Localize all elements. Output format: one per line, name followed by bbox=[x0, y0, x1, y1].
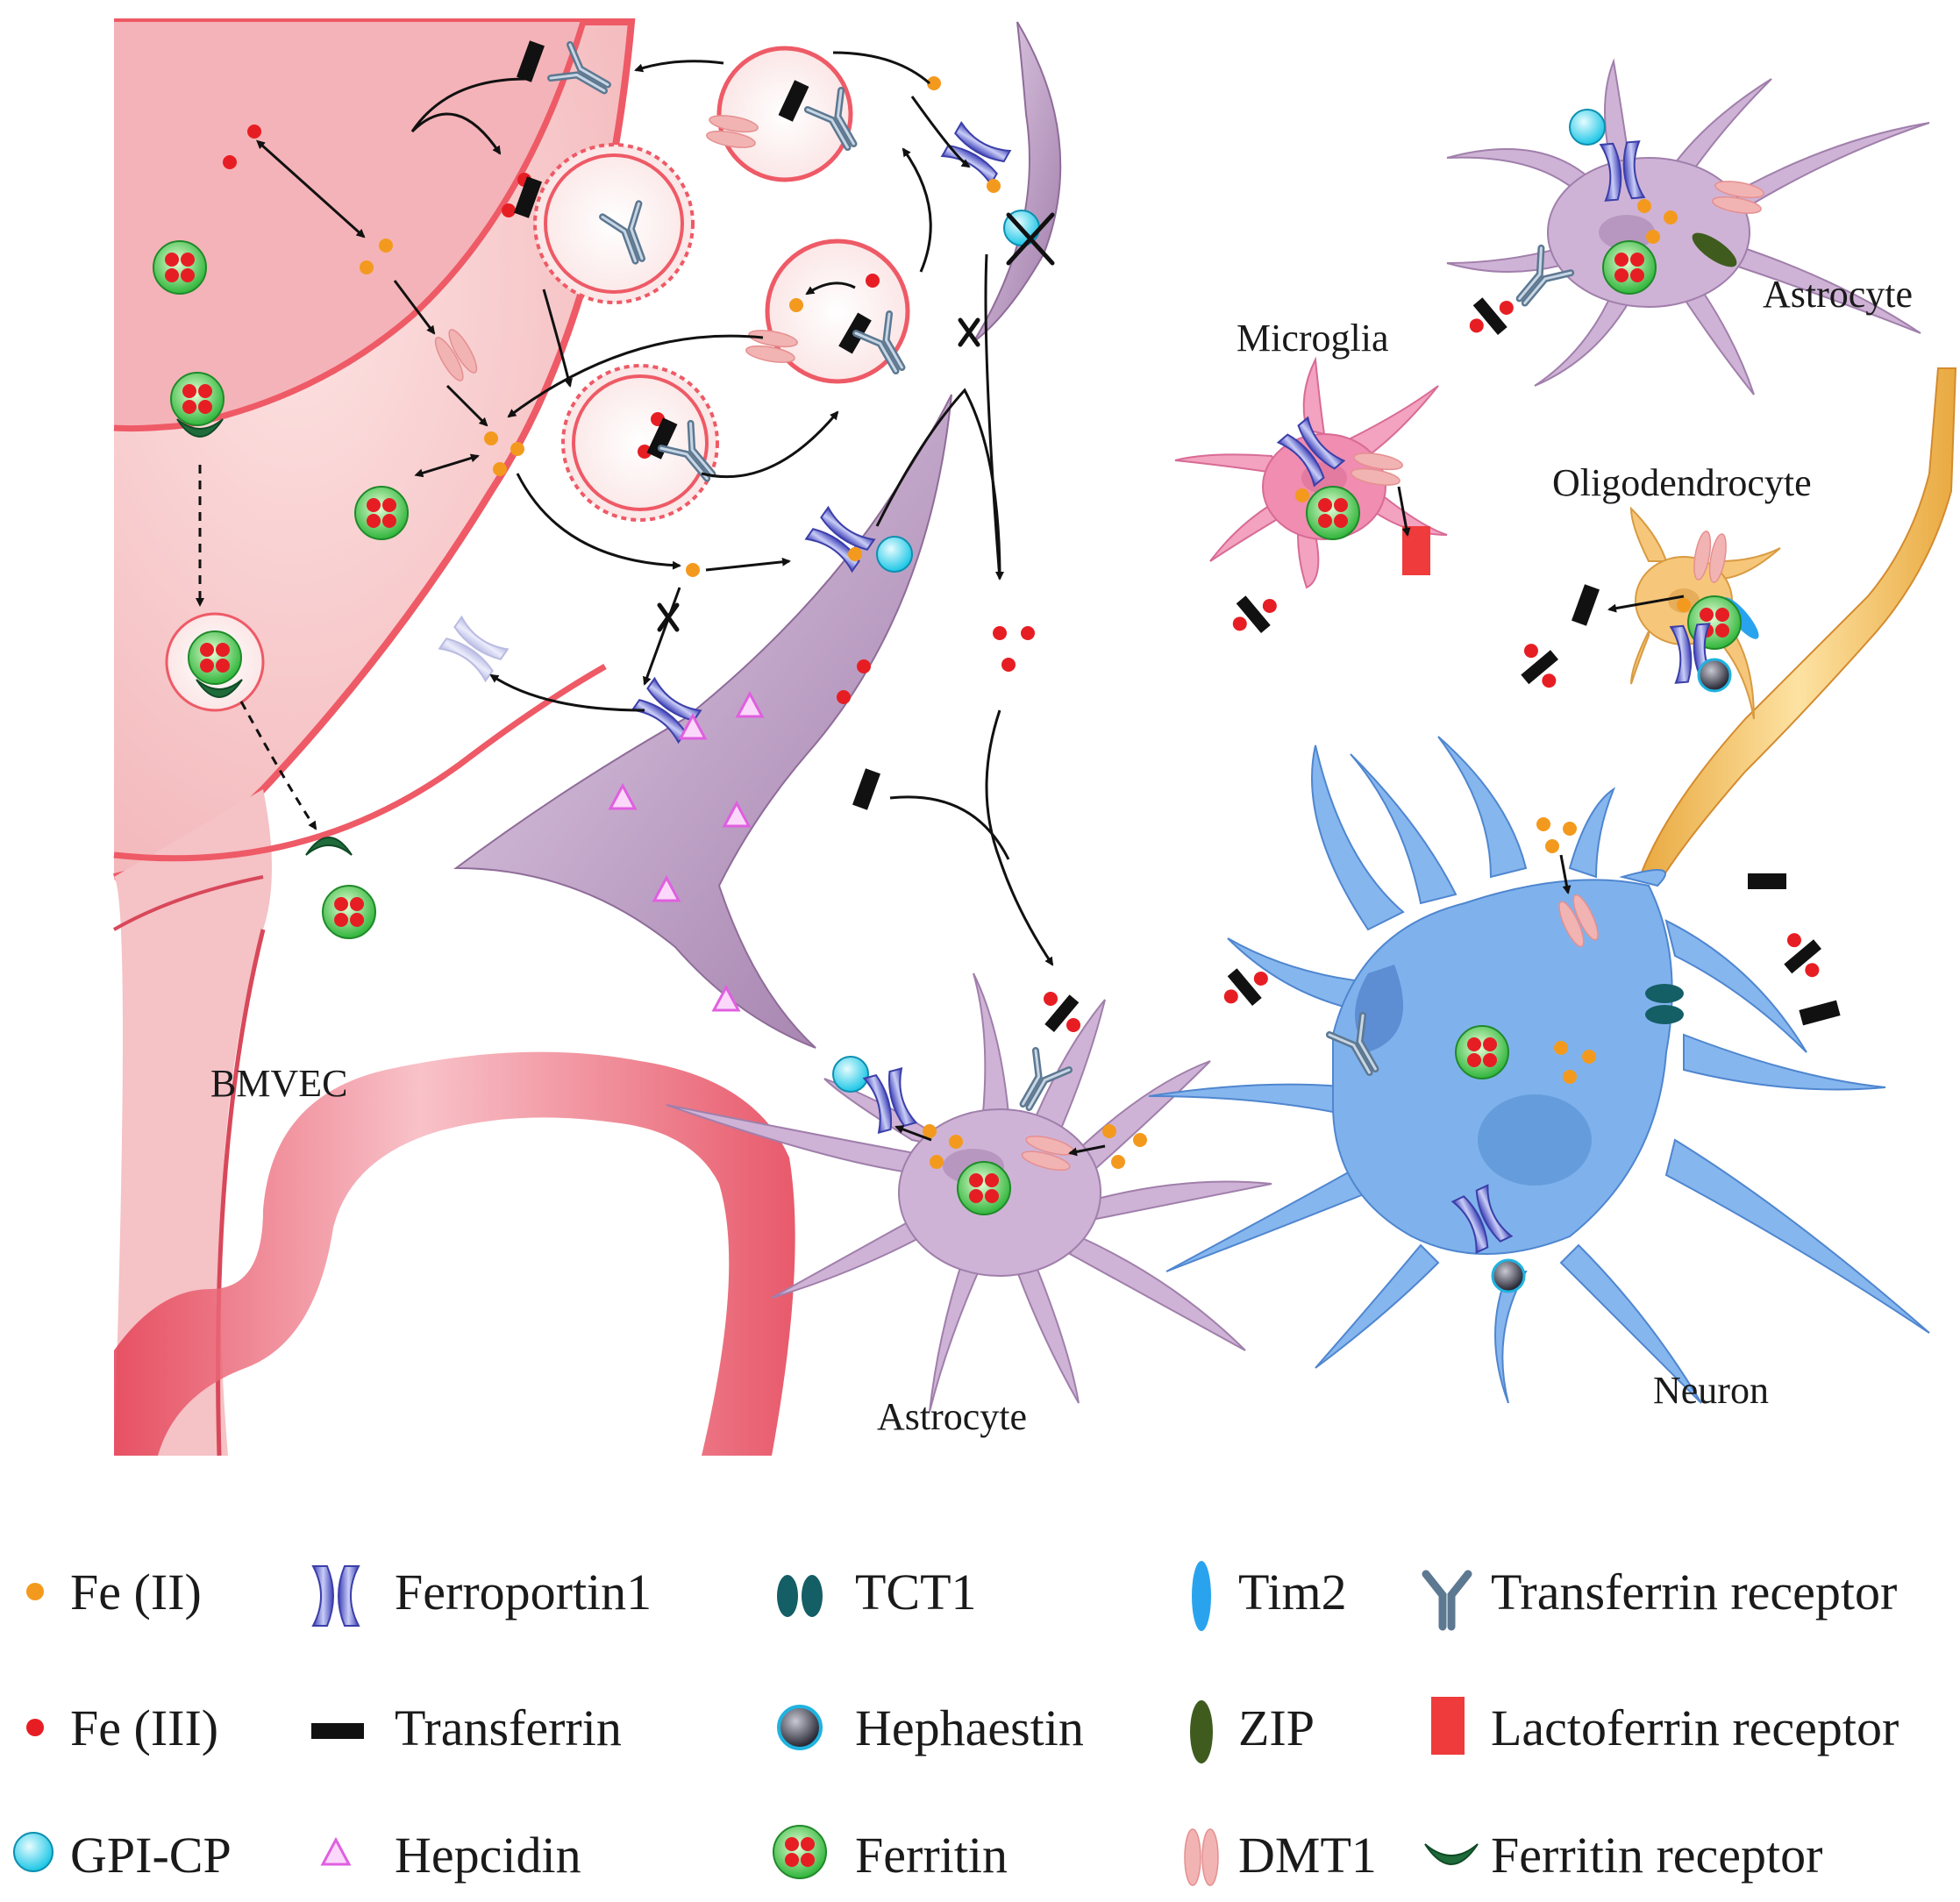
legend-label: Ferroportin1 bbox=[395, 1564, 652, 1621]
label-bmvec: BMVEC bbox=[210, 1062, 347, 1105]
legend-item: Hepcidin bbox=[320, 1827, 581, 1884]
gpi-cp-icon bbox=[13, 1832, 53, 1872]
cell-labels: BMVEC Astrocyte Astrocyte Microglia Olig… bbox=[210, 273, 1913, 1438]
legend-label: Ferritin receptor bbox=[1491, 1827, 1822, 1884]
lactoferrin-receptor-icon bbox=[1431, 1697, 1465, 1755]
dmt1-icon bbox=[1184, 1828, 1219, 1886]
neuron-cell bbox=[1148, 736, 1930, 1404]
hephaestin-icon bbox=[777, 1705, 823, 1750]
label-neuron: Neuron bbox=[1653, 1369, 1769, 1412]
fe3-icon bbox=[26, 1719, 44, 1736]
legend-label: Hepcidin bbox=[395, 1827, 581, 1884]
legend-label: ZIP bbox=[1238, 1699, 1315, 1756]
legend-label: Fe (III) bbox=[70, 1699, 218, 1756]
legend-item: Fe (II) bbox=[26, 1564, 202, 1621]
legend-label: Transferrin bbox=[395, 1699, 622, 1756]
zip-icon bbox=[1190, 1700, 1213, 1763]
legend-item: Ferroportin1 bbox=[311, 1564, 652, 1627]
ferritin-receptor-icon bbox=[1424, 1843, 1479, 1865]
transferrin-icon bbox=[311, 1723, 364, 1739]
legend-item: ZIP bbox=[1190, 1699, 1315, 1763]
legend-label: Ferritin bbox=[855, 1827, 1008, 1884]
legend: Fe (II) Ferroportin1 TCT1 Tim2 Tr bbox=[13, 1561, 1899, 1886]
fe2-icon bbox=[26, 1583, 44, 1600]
legend-label: DMT1 bbox=[1238, 1827, 1377, 1884]
legend-item: Ferritin receptor bbox=[1424, 1827, 1822, 1884]
legend-item: Transferrin receptor bbox=[1422, 1564, 1897, 1631]
legend-item: Transferrin bbox=[311, 1699, 622, 1756]
label-microglia: Microglia bbox=[1237, 317, 1389, 360]
tim2-icon bbox=[1192, 1561, 1211, 1631]
label-astrocyte-bottom: Astrocyte bbox=[877, 1395, 1027, 1438]
transferrin-receptor-icon bbox=[1422, 1570, 1472, 1631]
hepcidin-icon bbox=[320, 1836, 352, 1866]
legend-item: GPI-CP bbox=[13, 1827, 232, 1884]
legend-label: Fe (II) bbox=[70, 1564, 202, 1621]
oligodendrocyte-molecules bbox=[1670, 529, 1764, 693]
pathway-arrows bbox=[196, 51, 1685, 1157]
legend-label: Transferrin receptor bbox=[1491, 1564, 1897, 1621]
legend-label: Tim2 bbox=[1238, 1564, 1347, 1621]
inhibition-marks bbox=[657, 212, 1055, 632]
legend-item: TCT1 bbox=[777, 1564, 977, 1621]
ferritin-icon bbox=[773, 1825, 827, 1879]
legend-item: DMT1 bbox=[1184, 1827, 1377, 1886]
legend-item: Lactoferrin receptor bbox=[1431, 1697, 1899, 1756]
ferroportin1-icon bbox=[311, 1565, 360, 1627]
astrocyte-top-cell bbox=[1446, 58, 1930, 395]
legend-item: Hephaestin bbox=[777, 1699, 1084, 1756]
legend-label: TCT1 bbox=[855, 1564, 977, 1621]
label-astrocyte-top: Astrocyte bbox=[1763, 273, 1913, 316]
legend-label: Hephaestin bbox=[855, 1699, 1084, 1756]
legend-item: Tim2 bbox=[1192, 1561, 1347, 1631]
tct1-icon bbox=[777, 1575, 823, 1617]
label-oligodendrocyte: Oligodendrocyte bbox=[1552, 461, 1812, 504]
legend-item: Fe (III) bbox=[26, 1699, 218, 1756]
legend-item: Ferritin bbox=[773, 1825, 1008, 1884]
legend-label: GPI-CP bbox=[70, 1827, 232, 1884]
legend-label: Lactoferrin receptor bbox=[1491, 1699, 1899, 1756]
